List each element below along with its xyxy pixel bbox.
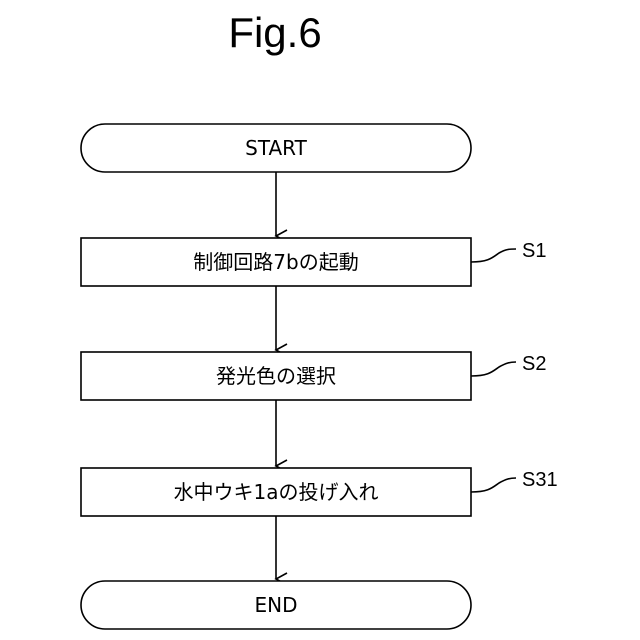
figure-title: Fig.6 xyxy=(228,9,321,56)
leader-line-s1 xyxy=(471,249,516,262)
process-text-s1: 制御回路7bの起動 xyxy=(193,250,358,274)
step-label-s2: S2 xyxy=(522,353,546,375)
leader-line-s2 xyxy=(471,362,516,376)
step-label-s31: S31 xyxy=(522,469,558,491)
process-text-s31: 水中ウキ1aの投げ入れ xyxy=(174,480,379,504)
process-text-s2: 発光色の選択 xyxy=(216,364,336,388)
step-label-s1: S1 xyxy=(522,240,546,262)
start-label: START xyxy=(245,136,307,160)
leader-line-s31 xyxy=(471,478,516,492)
end-label: END xyxy=(255,593,298,617)
